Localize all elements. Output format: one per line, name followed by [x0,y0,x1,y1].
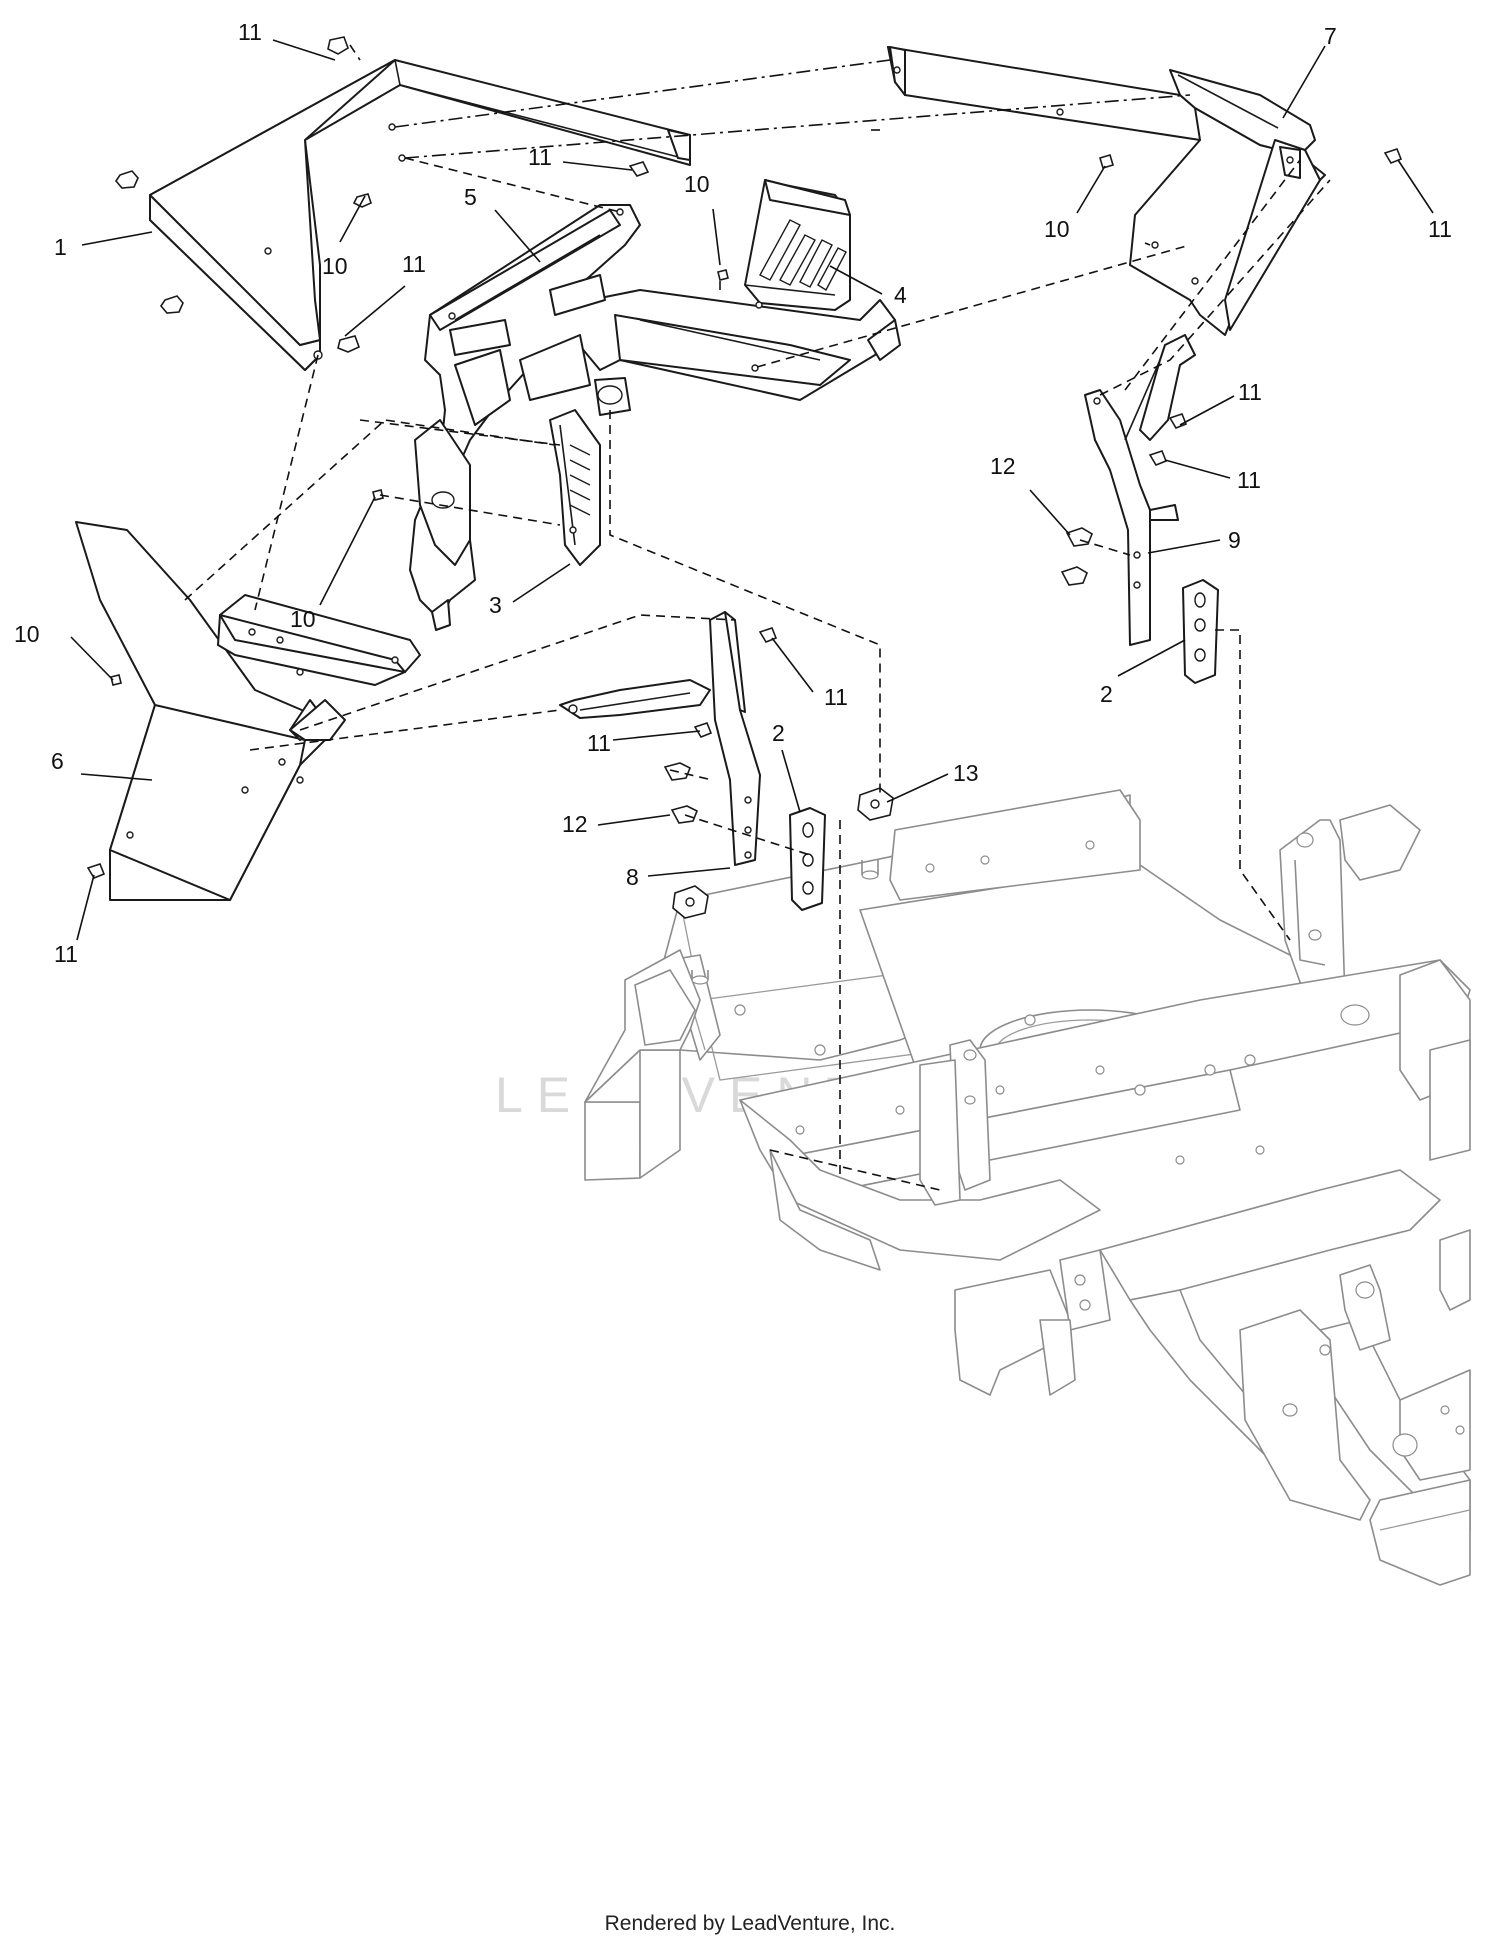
part-2-slotted-plate-right [1182,579,1219,684]
callout-11: 11 [1237,467,1261,493]
callout-11: 11 [54,941,78,967]
callout-10: 10 [1044,216,1070,242]
callout-3: 3 [489,592,502,618]
callout-10: 10 [684,171,710,197]
part-6-fender [75,521,421,901]
callout-2: 2 [1100,681,1113,707]
callout-11: 11 [402,251,426,277]
callout-11: 11 [528,144,552,170]
part-1-hood-panel [114,36,691,371]
callout-5: 5 [464,184,477,210]
callout-11: 11 [824,684,848,710]
callout-11: 11 [1428,216,1452,242]
part-8-bracket [559,611,761,866]
part-2-slotted-plate-center [789,807,826,911]
callout-11: 11 [587,730,611,756]
part-4-slotted-plate [744,179,851,311]
callout-10: 10 [322,253,348,279]
callout-4: 4 [894,282,907,308]
callout-10: 10 [290,606,316,632]
callout-12: 12 [990,453,1016,479]
callout-7: 7 [1324,23,1337,49]
callout-11: 11 [238,19,262,45]
callout-labels: 11 1 11 10 5 10 11 4 7 10 11 11 11 12 9 … [14,19,1452,967]
footer-credit: Rendered by LeadVenture, Inc. [604,1912,896,1935]
callout-2: 2 [772,720,785,746]
part-5-center-frame [409,204,901,631]
callout-1: 1 [54,234,67,260]
callout-leaders [70,39,1434,941]
callout-11: 11 [1238,379,1262,405]
callout-12: 12 [562,811,588,837]
callout-8: 8 [626,864,639,890]
part-9-bracket [1084,334,1196,646]
callout-10: 10 [14,621,40,647]
tractor-frame [584,789,1471,1586]
callout-13: 13 [953,760,979,786]
assembly-guide-lines [184,44,1331,1191]
callout-6: 6 [51,748,64,774]
callout-9: 9 [1228,527,1241,553]
part-3-bracket [549,409,601,566]
part-7-hood-panel [887,46,1326,336]
